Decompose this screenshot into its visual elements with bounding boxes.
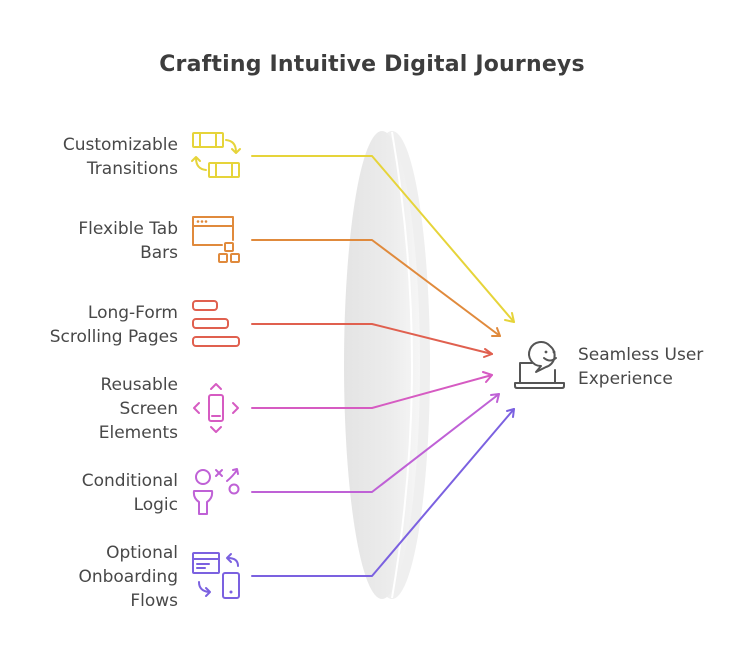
diagram-title: Crafting Intuitive Digital Journeys — [159, 52, 585, 77]
connector-scrolling-pages — [251, 323, 493, 358]
connector-transitions — [251, 155, 515, 323]
tab-dots-icon — [196, 220, 208, 223]
scrolling-page-icon — [192, 300, 240, 347]
label-flexible-tab-bars: Flexible Tab Bars — [78, 219, 178, 263]
conditional-logic-icon — [192, 468, 240, 515]
lens-shape — [344, 131, 430, 599]
connector-conditional-logic — [251, 393, 500, 493]
laptop-chat-icon — [514, 341, 565, 389]
connector-screen-elements — [251, 371, 493, 409]
phone-dot-icon — [229, 590, 233, 594]
label-long-form-scrolling-pages: Long-Form Scrolling Pages — [49, 303, 178, 347]
label-reusable-screen-elements: Reusable Screen Elements — [98, 375, 178, 443]
label-optional-onboarding-flows: Optional Onboarding Flows — [78, 543, 178, 611]
chat-eyes-icon — [544, 350, 556, 354]
label-conditional-logic: Conditional Logic — [81, 471, 178, 515]
connector-tab-bars — [251, 239, 501, 337]
connector-onboarding-flows — [251, 408, 515, 577]
tab-bar-icon — [192, 216, 240, 263]
screen-element-icon — [193, 383, 239, 433]
onboarding-flow-icon — [192, 552, 240, 599]
transition-icon — [191, 132, 241, 178]
label-seamless-user-experience: Seamless User Experience — [578, 345, 704, 389]
label-customizable-transitions: Customizable Transitions — [62, 135, 178, 179]
